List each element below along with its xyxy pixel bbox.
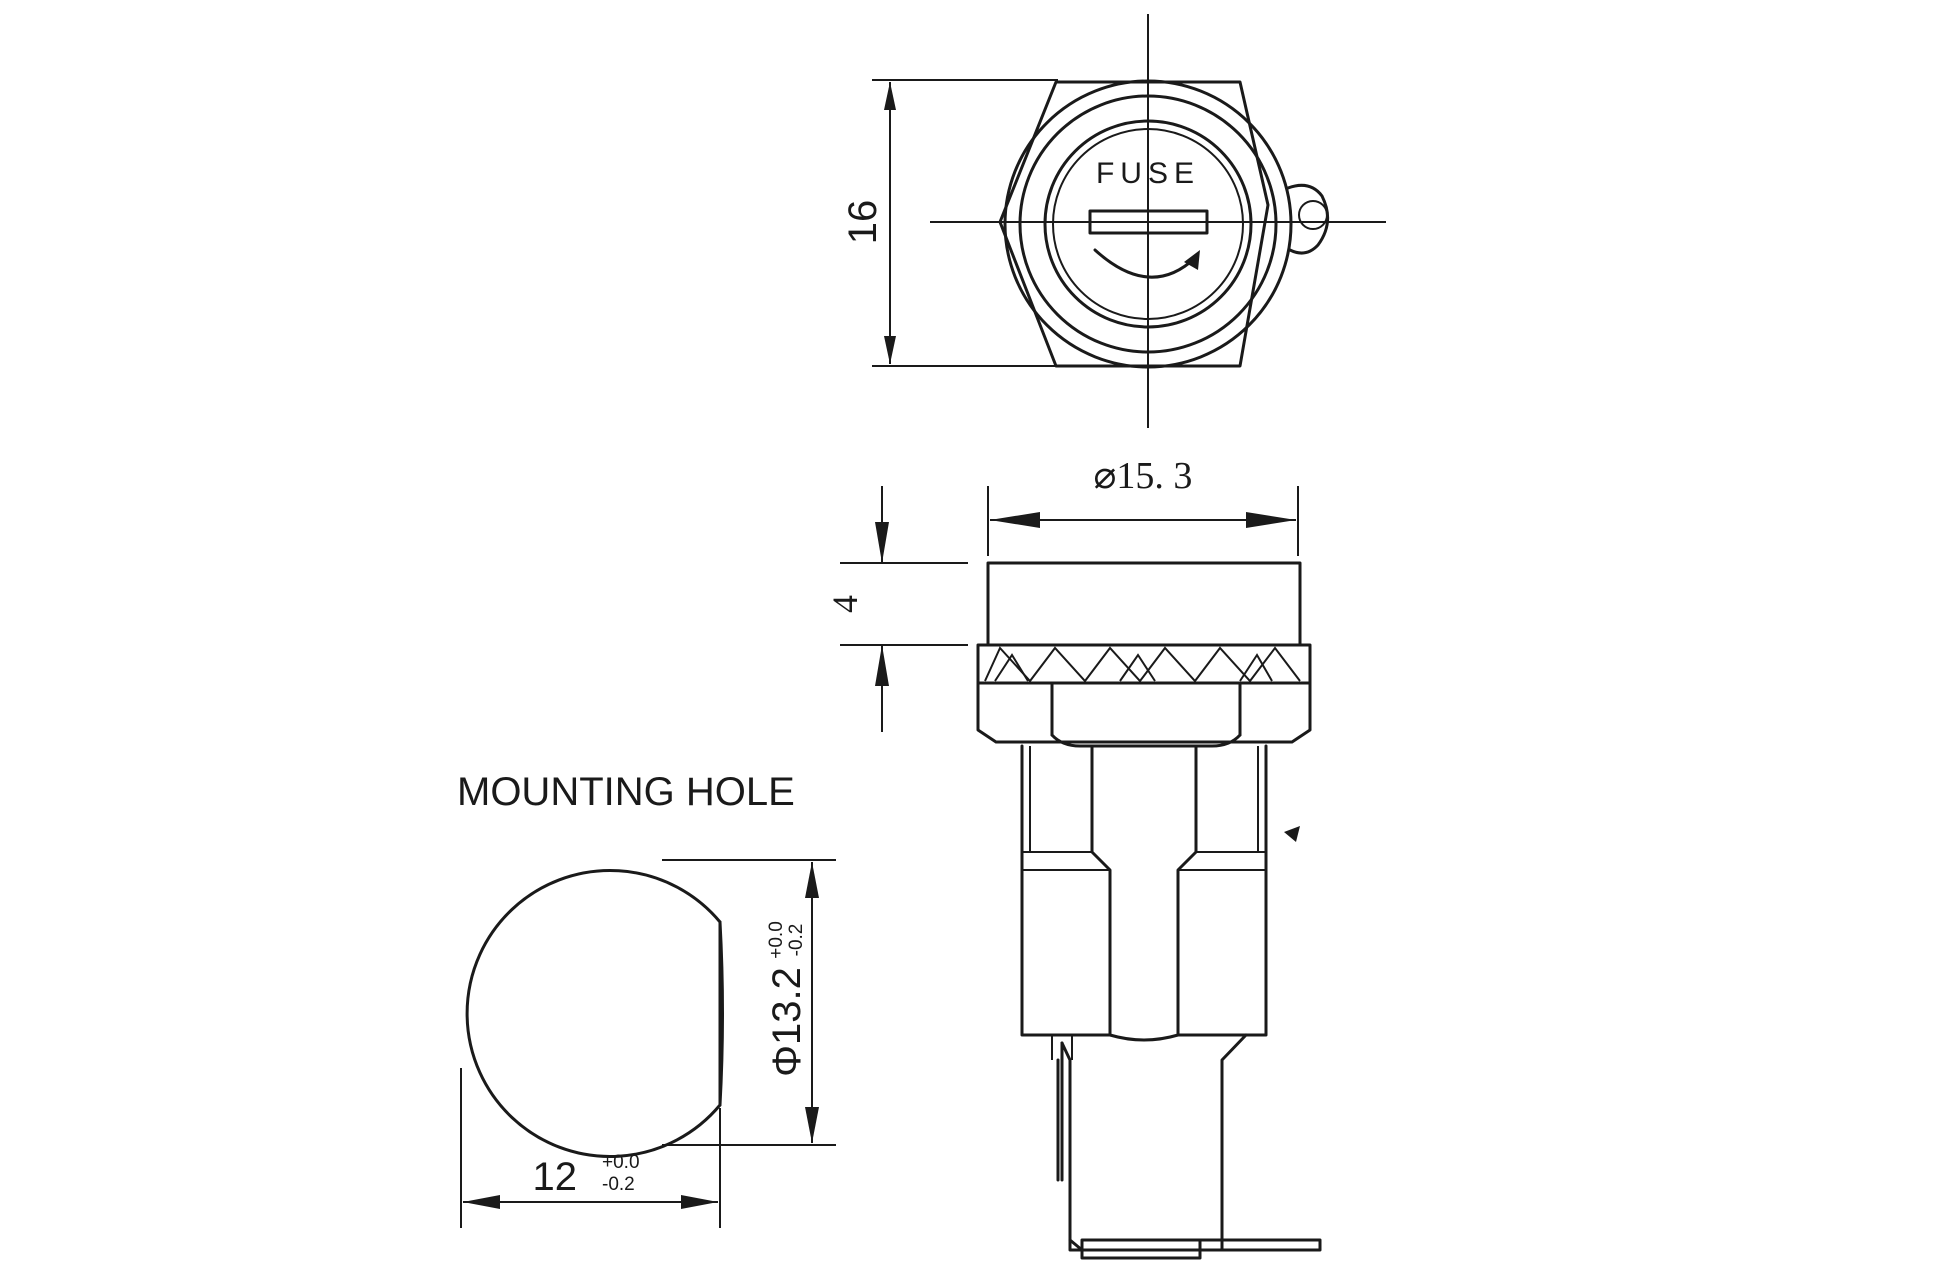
dim-15-3-label: ⌀15. 3	[1094, 455, 1193, 497]
rotation-arrow	[1093, 248, 1197, 279]
dim-12-tol-minus: -0.2	[602, 1174, 635, 1195]
threaded-body	[1020, 744, 1112, 1037]
knurled-band	[976, 643, 1312, 685]
knurl-inner-1	[994, 653, 1029, 682]
mounting-hole-title: MOUNTING HOLE	[457, 770, 795, 814]
body-bottom-curve	[1108, 1033, 1180, 1042]
dim-12-tol-plus: +0.0	[602, 1152, 640, 1173]
mounting-hole-shape	[465, 869, 722, 1158]
dim-4-label: 4	[825, 595, 865, 613]
mounting-hole-view: MOUNTING HOLE Φ13.2 +0.0 -0.2 12 +0.0 -0…	[457, 770, 836, 1228]
dim-13-2-arrow-top	[805, 862, 819, 898]
dim-13-2-arrow-bottom	[805, 1107, 819, 1143]
dim-4-arrow-bottom	[875, 645, 889, 686]
dim-16-arrow-top	[884, 82, 896, 110]
dim-12-arrow-right	[681, 1195, 718, 1209]
knurl-inner-2	[1119, 653, 1156, 682]
fuse-label: FUSE	[1096, 157, 1200, 190]
solder-tab	[1286, 183, 1330, 255]
solder-tab-hole	[1298, 200, 1328, 230]
cap-body	[986, 561, 1302, 647]
knurl-inner-3	[1239, 653, 1273, 682]
dim-4-arrow-top	[875, 522, 889, 563]
knurl-pattern	[984, 646, 1301, 683]
dim-12-arrow-left	[463, 1195, 500, 1209]
hex-nut-side	[976, 681, 1312, 744]
pointer-mark	[1284, 826, 1300, 842]
dim-16-arrow-bottom	[884, 336, 896, 364]
dim-12-label: 12	[533, 1155, 578, 1199]
solder-lug	[1198, 1238, 1322, 1252]
dim-13-2-label: Φ13.2	[765, 967, 809, 1077]
dim-15-3-arrow-right	[1246, 512, 1296, 528]
threaded-body-right	[1176, 744, 1268, 1037]
rotation-arrow-head	[1184, 250, 1200, 270]
dim-13-2-tol-minus: -0.2	[786, 924, 807, 957]
hex-curve	[1050, 733, 1242, 748]
dim-16-label: 16	[841, 200, 885, 245]
dim-15-3-arrow-left	[990, 512, 1040, 528]
side-view: ⌀15. 3 4	[825, 455, 1322, 1260]
terminal-housing	[1060, 1033, 1248, 1252]
mounting-hole-flat	[718, 920, 724, 1107]
dim-13-2-tol-plus: +0.0	[766, 921, 787, 959]
terminal-foot	[1068, 1238, 1084, 1252]
top-view: FUSE 16	[841, 14, 1386, 428]
